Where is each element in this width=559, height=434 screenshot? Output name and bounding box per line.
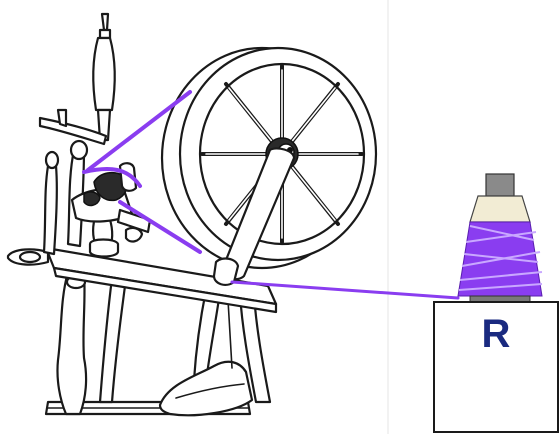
cone-cap [486, 174, 514, 196]
back-left-leg [100, 278, 126, 402]
distaff [93, 14, 115, 140]
distaff-arm [40, 110, 106, 144]
flyer-upright-left [44, 152, 58, 254]
cone-top [470, 196, 530, 222]
box-label: R [434, 314, 558, 354]
yarn-cone [458, 174, 542, 302]
front-left-leg [57, 272, 86, 414]
